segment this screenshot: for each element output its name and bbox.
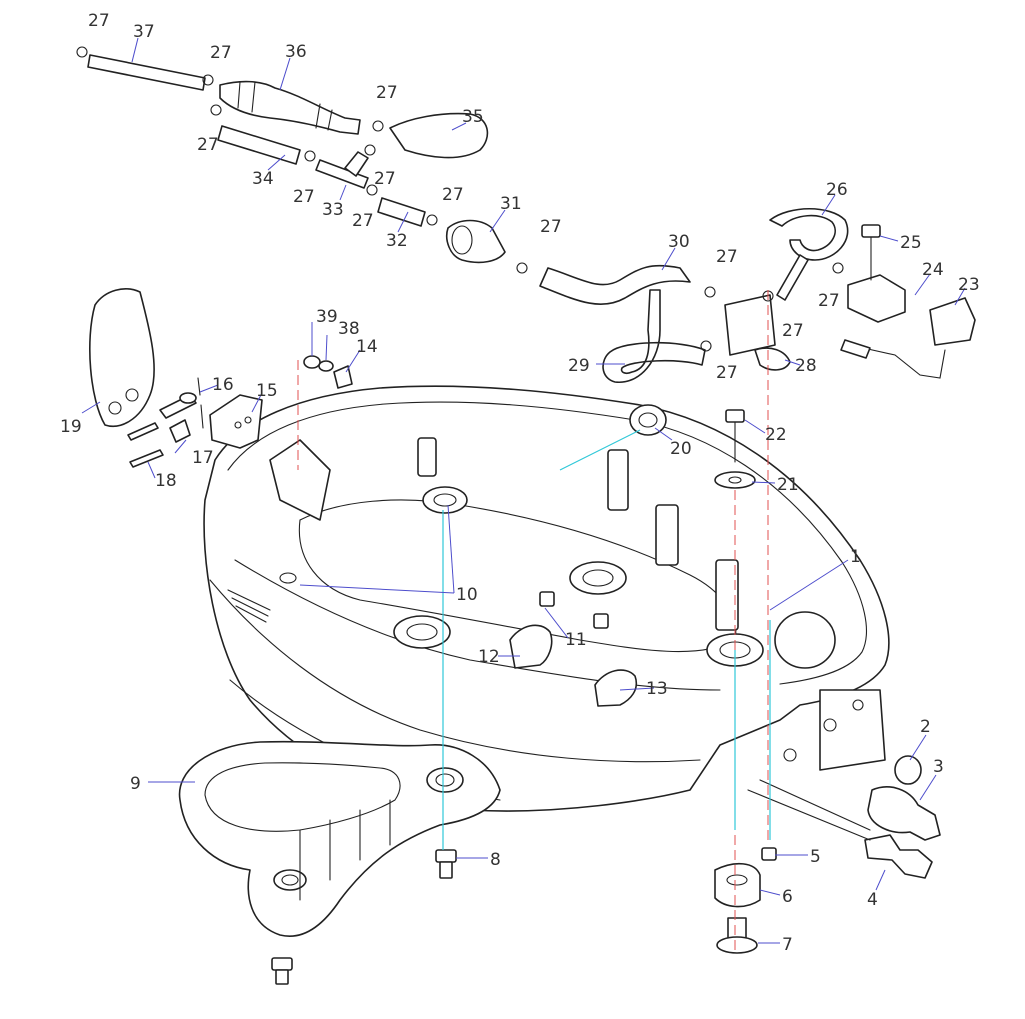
callout-10: 10 [456, 585, 478, 605]
washer-bolt-parts [303, 355, 353, 389]
callout-15: 15 [256, 381, 278, 401]
fuel-hose-assembly [87, 54, 976, 489]
callout-17: 17 [192, 448, 214, 468]
callout-27-b: 27 [210, 43, 232, 63]
callout-32: 32 [386, 231, 408, 251]
callout-34: 34 [252, 169, 274, 189]
callout-37: 37 [133, 22, 155, 42]
callout-22: 22 [765, 425, 787, 445]
callout-27-m: 27 [716, 363, 738, 383]
callout-12: 12 [478, 647, 500, 667]
callout-27-e: 27 [293, 187, 315, 207]
callout-16: 16 [212, 375, 234, 395]
callout-29: 29 [568, 356, 590, 376]
callout-38: 38 [338, 319, 360, 339]
callout-36: 36 [285, 42, 307, 62]
callout-8: 8 [490, 850, 501, 870]
callout-23: 23 [958, 275, 980, 295]
pin-parts [127, 377, 204, 468]
callout-11: 11 [565, 630, 587, 650]
leader-lines [81, 37, 966, 944]
callout-27-i: 27 [540, 217, 562, 237]
callout-25: 25 [900, 233, 922, 253]
callout-39: 39 [316, 307, 338, 327]
callout-27-d: 27 [376, 83, 398, 103]
callout-31: 31 [500, 194, 522, 214]
callout-5: 5 [810, 847, 821, 867]
callout-20: 20 [670, 439, 692, 459]
callout-35: 35 [462, 107, 484, 127]
callout-7: 7 [782, 935, 793, 955]
circlip-markers [76, 46, 844, 352]
callout-26: 26 [826, 180, 848, 200]
callout-27-k: 27 [782, 321, 804, 341]
callout-27-f: 27 [374, 169, 396, 189]
callout-33: 33 [322, 200, 344, 220]
callout-13: 13 [646, 679, 668, 699]
bracket-plate-part [89, 288, 155, 427]
callout-3: 3 [933, 757, 944, 777]
callout-27-l: 27 [818, 291, 840, 311]
callout-30: 30 [668, 232, 690, 252]
rear-plug-parts [747, 755, 941, 879]
callout-14: 14 [356, 337, 378, 357]
callout-27-j: 27 [716, 247, 738, 267]
bottom-fastener-parts [271, 847, 777, 985]
small-bracket-part [209, 394, 263, 449]
callout-2: 2 [920, 717, 931, 737]
callout-28: 28 [795, 356, 817, 376]
alignment-lines [297, 290, 771, 950]
clip-parts [509, 591, 638, 707]
front-handle-part [178, 740, 501, 937]
callout-27-a: 27 [88, 11, 110, 31]
callout-4: 4 [867, 890, 878, 910]
callout-6: 6 [782, 887, 793, 907]
callout-9: 9 [130, 774, 141, 794]
callout-19: 19 [60, 417, 82, 437]
callout-labels: 1 2 3 4 5 6 7 8 9 10 11 12 13 14 15 16 1… [60, 11, 980, 955]
callout-18: 18 [155, 471, 177, 491]
callout-24: 24 [922, 260, 944, 280]
callout-27-c: 27 [197, 135, 219, 155]
callout-27-h: 27 [442, 185, 464, 205]
callout-1: 1 [850, 547, 861, 567]
callout-27-g: 27 [352, 211, 374, 231]
callout-21: 21 [777, 475, 799, 495]
